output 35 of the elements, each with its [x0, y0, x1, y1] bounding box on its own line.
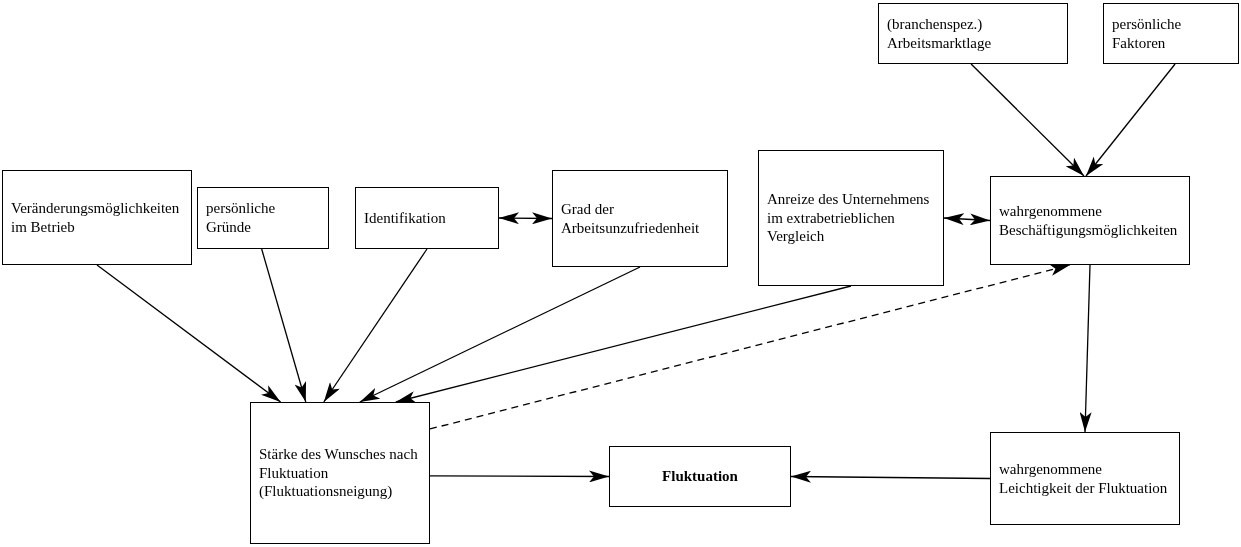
arrow [323, 248, 428, 403]
text-box [355, 187, 499, 249]
text-box [878, 3, 1068, 64]
arrow [1085, 63, 1176, 177]
box-text: Grad der Arbeitsunzufriedenheit [561, 199, 701, 238]
text-box [1103, 3, 1239, 64]
text-box [990, 176, 1190, 265]
text-box [758, 150, 944, 286]
arrow [261, 248, 307, 403]
box-text: Veränderungsmöglichkeiten im Betrieb [11, 198, 181, 237]
arrow [96, 264, 282, 403]
dashed-arrow [429, 264, 1071, 430]
text-box [609, 446, 791, 507]
arrow [790, 470, 991, 483]
text-box [990, 432, 1180, 525]
text-box [2, 170, 192, 265]
arrow [1079, 264, 1092, 433]
arrow [359, 266, 641, 403]
text-box [552, 170, 728, 267]
text-box [250, 402, 430, 544]
box-text: Anreize des Unternehmens im extrabetrieblichen Vergleich [767, 189, 931, 247]
text-box [197, 187, 329, 249]
double-arrow [943, 213, 991, 226]
box-text: Identifikation [364, 208, 446, 228]
box-text: persönliche Gründe [206, 199, 277, 237]
box-text: Stärke des Wunsches nach Fluktuation (Fluktuationsneigung) [259, 444, 419, 502]
box-text: (branchenspez.) Arbeitsmarktlage [887, 14, 993, 53]
arrow [970, 63, 1085, 177]
box-text: wahrgenommene Leichtigkeit der Fluktuation [999, 459, 1169, 498]
box-text: wahrgenommene Beschäftigungsmöglichkeiten [999, 201, 1179, 240]
box-text: persönliche Faktoren [1112, 14, 1183, 53]
arrow [429, 470, 610, 483]
arrow [395, 285, 852, 403]
box-text: Fluktuation [662, 467, 738, 486]
double-arrow [498, 212, 553, 225]
